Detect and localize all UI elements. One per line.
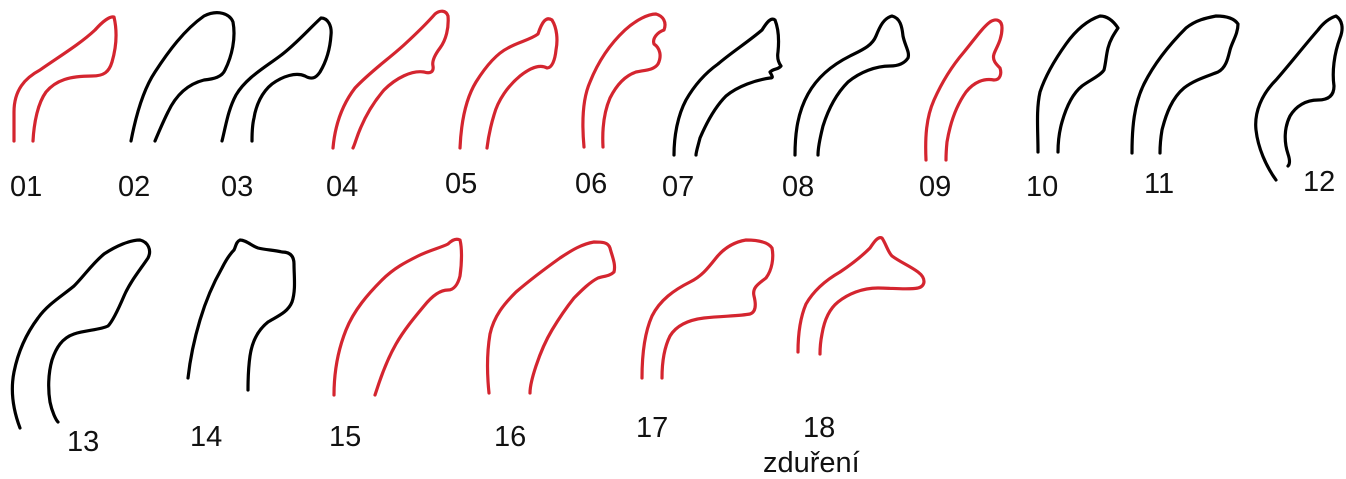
label-16: 16: [494, 421, 526, 453]
label-10: 10: [1026, 171, 1058, 203]
label-05: 05: [445, 168, 477, 200]
caption-18: zduření: [763, 447, 860, 479]
shape-11: [1130, 14, 1240, 155]
shape-18-outline: [796, 236, 926, 356]
label-13: 13: [67, 426, 99, 458]
shape-17: [640, 238, 775, 380]
shape-16-outline: [486, 240, 617, 395]
label-12: 12: [1303, 166, 1335, 198]
shape-15: [332, 237, 464, 397]
shape-01: [12, 15, 118, 143]
label-18: 18: [803, 412, 835, 444]
shape-03-outline: [220, 16, 333, 143]
shape-10-outline: [1035, 14, 1120, 154]
shape-02-outline: [129, 11, 236, 143]
shape-14: [186, 238, 297, 392]
shape-04-outline: [331, 9, 450, 150]
shape-13-outline: [10, 238, 152, 430]
shape-12-outline: [1254, 14, 1344, 182]
label-15: 15: [329, 421, 361, 453]
label-03: 03: [221, 171, 253, 203]
label-01: 01: [10, 171, 42, 203]
shape-14-outline: [186, 238, 297, 392]
shape-01-outline: [12, 15, 118, 143]
label-08: 08: [782, 171, 814, 203]
shape-10: [1035, 14, 1120, 154]
shape-06-outline: [581, 12, 667, 149]
shape-03: [220, 16, 333, 143]
label-11: 11: [1144, 168, 1174, 200]
shape-08: [793, 14, 911, 157]
shape-09: [924, 18, 1004, 162]
shape-16: [486, 240, 617, 395]
label-02: 02: [118, 171, 150, 203]
label-04: 04: [326, 171, 358, 203]
shape-15-outline: [332, 237, 464, 397]
label-06: 06: [575, 168, 607, 200]
label-17: 17: [636, 412, 668, 444]
shape-08-outline: [793, 14, 911, 157]
shape-11-outline: [1130, 14, 1240, 155]
shape-07: [672, 17, 783, 157]
shape-09-outline: [924, 18, 1004, 162]
shape-04: [331, 9, 450, 150]
label-14: 14: [190, 421, 222, 453]
shape-02: [129, 11, 236, 143]
shape-05-outline: [458, 17, 559, 150]
shape-12: [1254, 14, 1344, 182]
shape-07-outline: [672, 17, 783, 157]
shape-18: [796, 236, 926, 356]
label-09: 09: [919, 171, 951, 203]
shape-05: [458, 17, 559, 150]
shape-13: [10, 238, 152, 430]
shape-17-outline: [640, 238, 775, 380]
label-07: 07: [662, 171, 694, 203]
shape-06: [581, 12, 667, 149]
